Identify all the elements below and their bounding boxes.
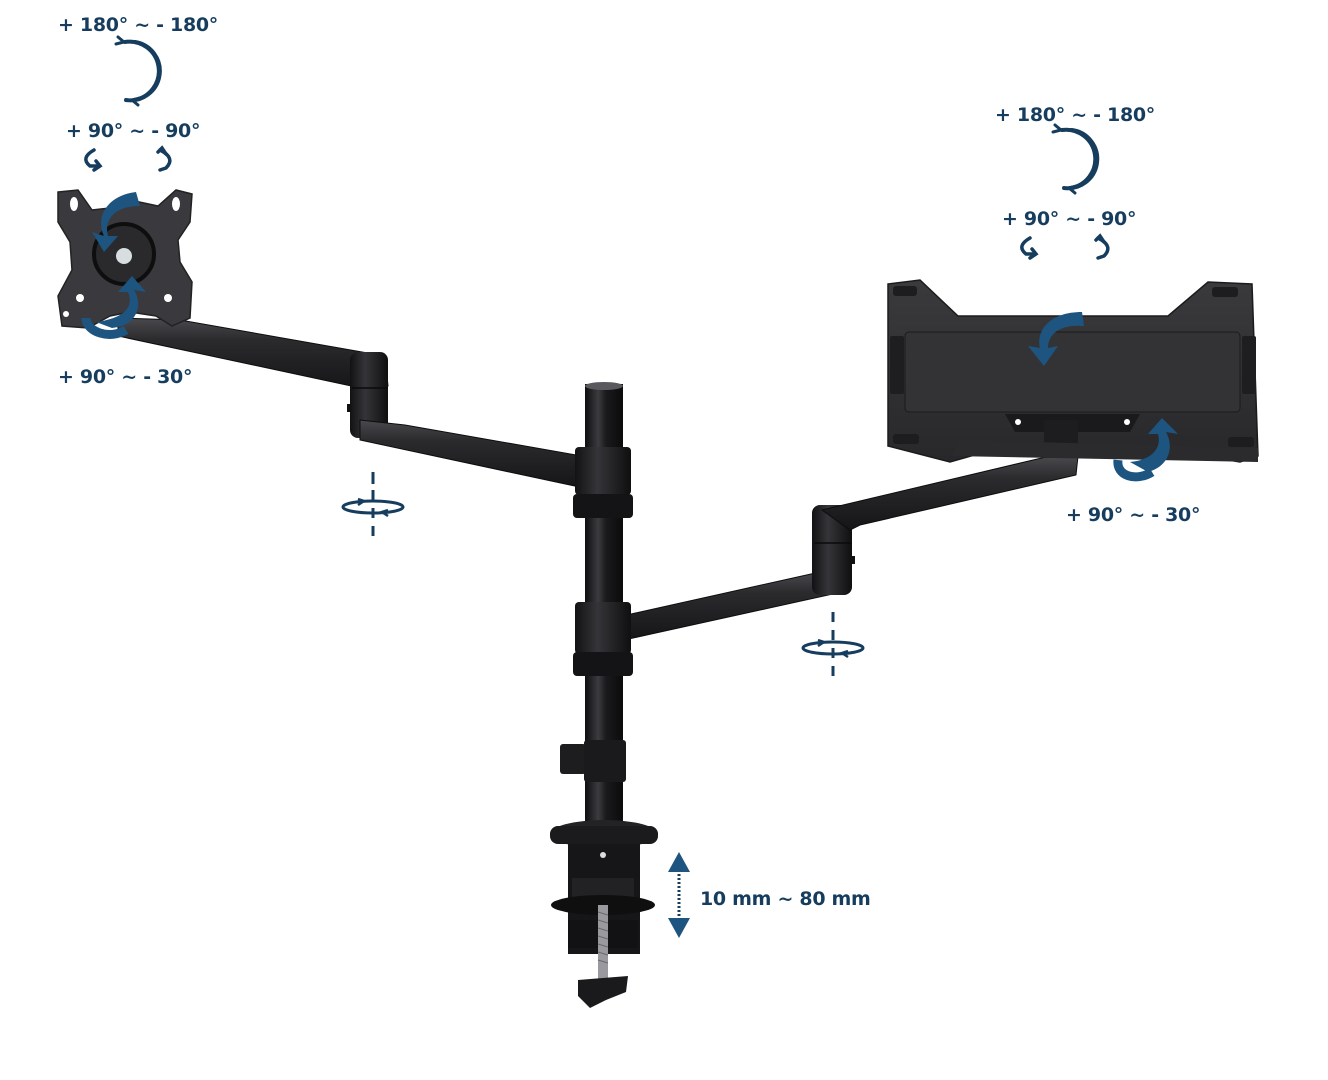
right-tilt-arrow-icon	[1028, 312, 1178, 482]
left-rotate-360-icon	[114, 35, 162, 107]
left-swivel-right-icon	[156, 145, 172, 172]
clamp-knob	[578, 976, 628, 1008]
right-swivel-right-icon	[1094, 233, 1110, 260]
vertical-range-arrow-icon	[668, 852, 690, 938]
right-arm-joint-rotation-icon	[801, 612, 865, 676]
left-swivel-left-icon	[84, 148, 103, 172]
clamp-range-label: 10 mm ~ 80 mm	[700, 888, 871, 910]
upper-collar	[575, 447, 631, 495]
lower-collar	[575, 602, 631, 654]
right-swivel-label: + 90° ~ - 90°	[1002, 208, 1137, 230]
left-elbow-joint	[347, 352, 388, 438]
right-arm	[621, 455, 1079, 641]
left-arm	[117, 317, 585, 489]
vesa-plate	[57, 189, 193, 329]
upper-lock-ring	[573, 494, 633, 518]
left-swivel-label: + 90° ~ - 90°	[66, 120, 201, 142]
lower-lock-ring	[573, 652, 633, 676]
left-tilt-label: + 90° ~ - 30°	[58, 366, 193, 388]
left-arm-joint-rotation-icon	[341, 472, 405, 536]
laptop-tray	[887, 279, 1259, 463]
right-rotate-360-icon	[1051, 123, 1100, 195]
right-tilt-label: + 90° ~ - 30°	[1066, 504, 1201, 526]
center-pole	[560, 382, 633, 824]
cable-clip	[560, 744, 586, 774]
right-elbow-joint	[812, 505, 855, 595]
left-tilt-arrow-icon	[81, 192, 146, 339]
right-swivel-left-icon	[1020, 236, 1039, 260]
left-rotation-label: + 180° ~ - 180°	[58, 14, 219, 36]
desk-clamp	[550, 820, 658, 1008]
right-rotation-label: + 180° ~ - 180°	[995, 104, 1156, 126]
